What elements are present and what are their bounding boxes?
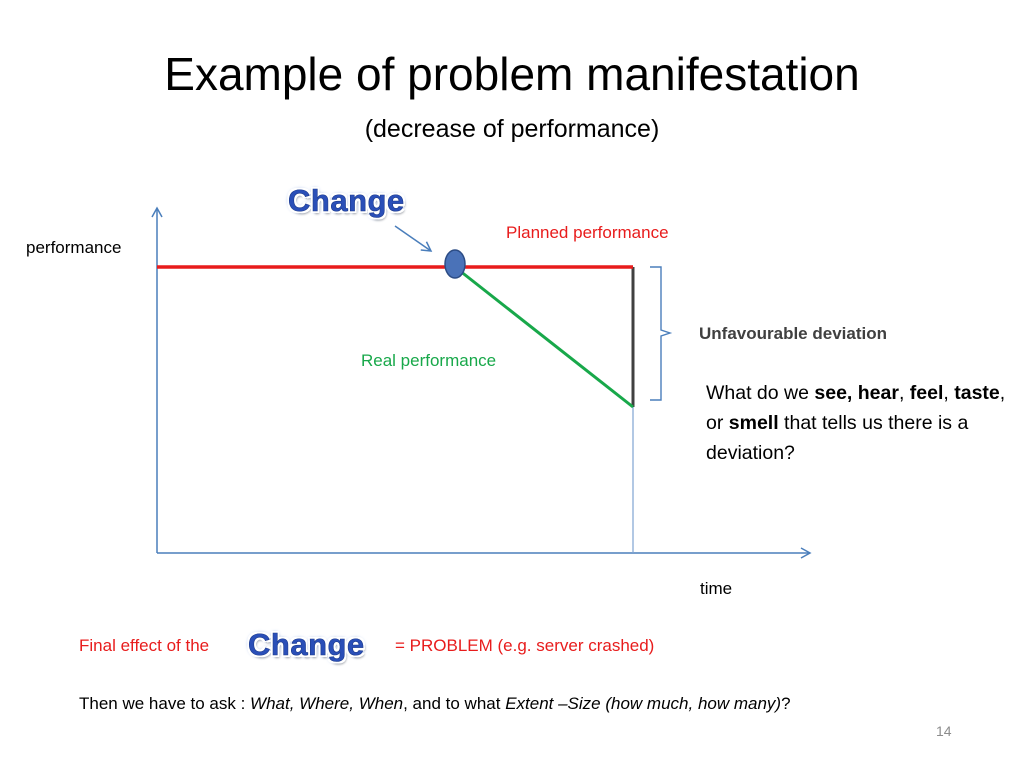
ask-italic-what-where-when: What, Where, When bbox=[250, 694, 404, 713]
ask-middle: , and to what bbox=[403, 694, 506, 713]
question-text-5: that tells us there is a deviation? bbox=[706, 412, 969, 464]
question-bold-smell: smell bbox=[728, 412, 779, 434]
real-performance-label: Real performance bbox=[361, 351, 497, 370]
deviation-label: Unfavourable deviation bbox=[699, 324, 887, 343]
planned-performance-label: Planned performance bbox=[506, 223, 669, 242]
change-point bbox=[444, 249, 466, 279]
slide-title: Example of problem manifestation bbox=[164, 48, 860, 100]
final-effect-suffix: = PROBLEM (e.g. server crashed) bbox=[395, 636, 655, 655]
question-text-3: , bbox=[943, 382, 955, 404]
change-label: Change bbox=[288, 183, 405, 219]
question-text-4: , or bbox=[706, 382, 1006, 434]
question-text-2: , bbox=[898, 382, 910, 404]
question-bold-feel: feel bbox=[909, 382, 944, 404]
x-axis-label: time bbox=[700, 579, 733, 598]
final-effect-change-word: Change bbox=[248, 627, 365, 663]
ask-italic-extent: Extent –Size (how much, how many) bbox=[505, 694, 782, 713]
slide-subtitle: (decrease of performance) bbox=[364, 115, 660, 143]
page-number: 14 bbox=[936, 723, 952, 739]
ask-prefix: Then we have to ask : bbox=[79, 694, 251, 713]
real-performance-line bbox=[454, 265, 634, 409]
deviation-question: What do we see, hear, feel, taste, or sm… bbox=[706, 378, 1006, 468]
deviation-brace bbox=[650, 266, 673, 401]
ask-line: Then we have to ask : What, Where, When,… bbox=[79, 692, 791, 716]
change-pointer bbox=[394, 225, 433, 252]
question-bold-see-hear: see, hear bbox=[814, 382, 899, 404]
ask-end: ? bbox=[781, 694, 791, 713]
y-axis-label: performance bbox=[26, 238, 122, 257]
question-bold-taste: taste bbox=[954, 382, 1000, 404]
final-effect-prefix: Final effect of the bbox=[79, 636, 210, 655]
question-text-1: What do we bbox=[706, 382, 815, 404]
